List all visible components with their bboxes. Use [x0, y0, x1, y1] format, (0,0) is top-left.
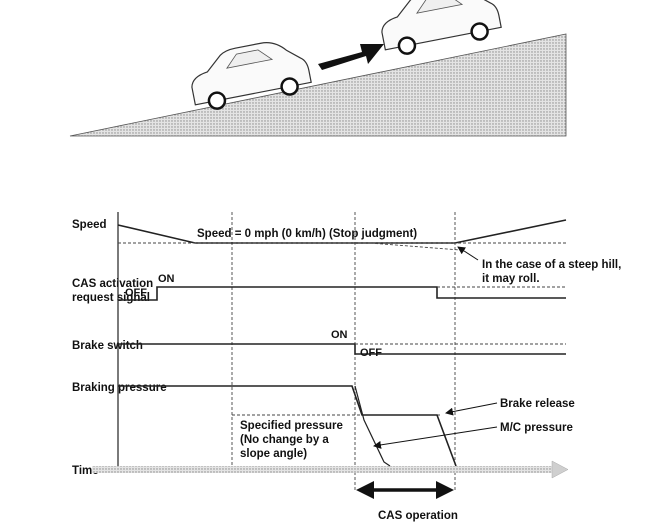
time-marker-lines	[231, 212, 456, 490]
speed-waveform	[117, 219, 567, 251]
brake-release-pointer	[445, 402, 498, 416]
speed-zero-note: Speed = 0 mph (0 km/h) (Stop judgment)	[197, 228, 417, 240]
time-label: Time	[72, 465, 99, 477]
car-before	[191, 42, 312, 110]
specified-pressure-line2: (No change by a	[240, 434, 329, 446]
cas-operation-label: CAS operation	[378, 510, 458, 522]
cas-on-label: ON	[158, 273, 175, 285]
steep-hill-note-line1: In the case of a steep hill,	[482, 259, 621, 271]
brake-off-label: OFF	[360, 347, 382, 359]
brake-switch-label: Brake switch	[72, 340, 143, 352]
specified-pressure-line1: Specified pressure	[240, 420, 343, 432]
mc-pressure-pointer	[373, 426, 498, 449]
steep-hill-pointer	[457, 246, 479, 261]
cas-waveform	[118, 286, 566, 301]
mc-pressure-label: M/C pressure	[500, 422, 573, 434]
cas-operation-span	[356, 481, 454, 499]
cas-label-line1: CAS activation	[72, 278, 153, 290]
speed-label: Speed	[72, 219, 107, 231]
specified-pressure-line3: slope angle)	[240, 448, 307, 460]
car-after	[381, 0, 502, 55]
cas-off-label: OFF	[125, 287, 147, 299]
braking-pressure-label: Braking pressure	[72, 382, 167, 394]
cas-label-line2: request signal	[72, 292, 150, 304]
steep-hill-note-line2: it may roll.	[482, 273, 540, 285]
brake-release-label: Brake release	[500, 398, 575, 410]
brake-on-label: ON	[331, 329, 348, 341]
direction-arrow	[318, 44, 384, 70]
slope-illustration	[69, 0, 567, 137]
time-axis	[92, 460, 569, 479]
brake-switch-waveform	[118, 343, 566, 355]
